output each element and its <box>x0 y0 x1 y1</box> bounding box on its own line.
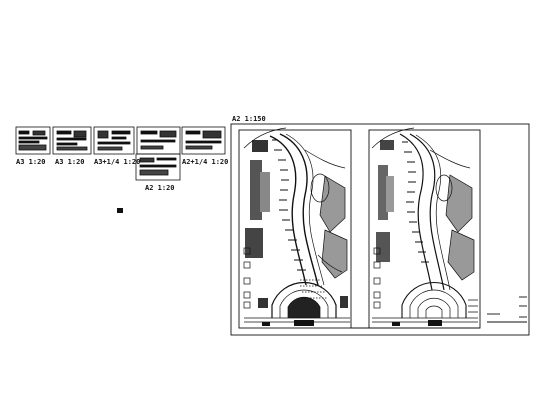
sheet-label-a2-quarter: A2+1/4 1:20 <box>182 158 229 166</box>
sheet-label-main: A2 1:150 <box>232 115 266 123</box>
detail-sheet-1[interactable] <box>15 126 51 155</box>
detail-sheet-5[interactable] <box>181 126 226 155</box>
sheet-label-a3-quarter: A3+1/4 1:20 <box>94 158 141 166</box>
main-sheet-frame <box>230 123 530 336</box>
detail-sheet-3[interactable] <box>93 126 135 155</box>
site-plan-right[interactable] <box>371 127 478 326</box>
detail-sheet-4[interactable] <box>135 126 181 181</box>
small-mark <box>117 208 123 213</box>
sheet-label-a2-small: A2 1:20 <box>145 184 175 192</box>
detail-sheet-2[interactable] <box>52 126 92 155</box>
sheet-label-a3-2: A3 1:20 <box>55 158 85 166</box>
sheet-label-a3-1: A3 1:20 <box>16 158 46 166</box>
site-plan-left[interactable] <box>243 127 350 326</box>
